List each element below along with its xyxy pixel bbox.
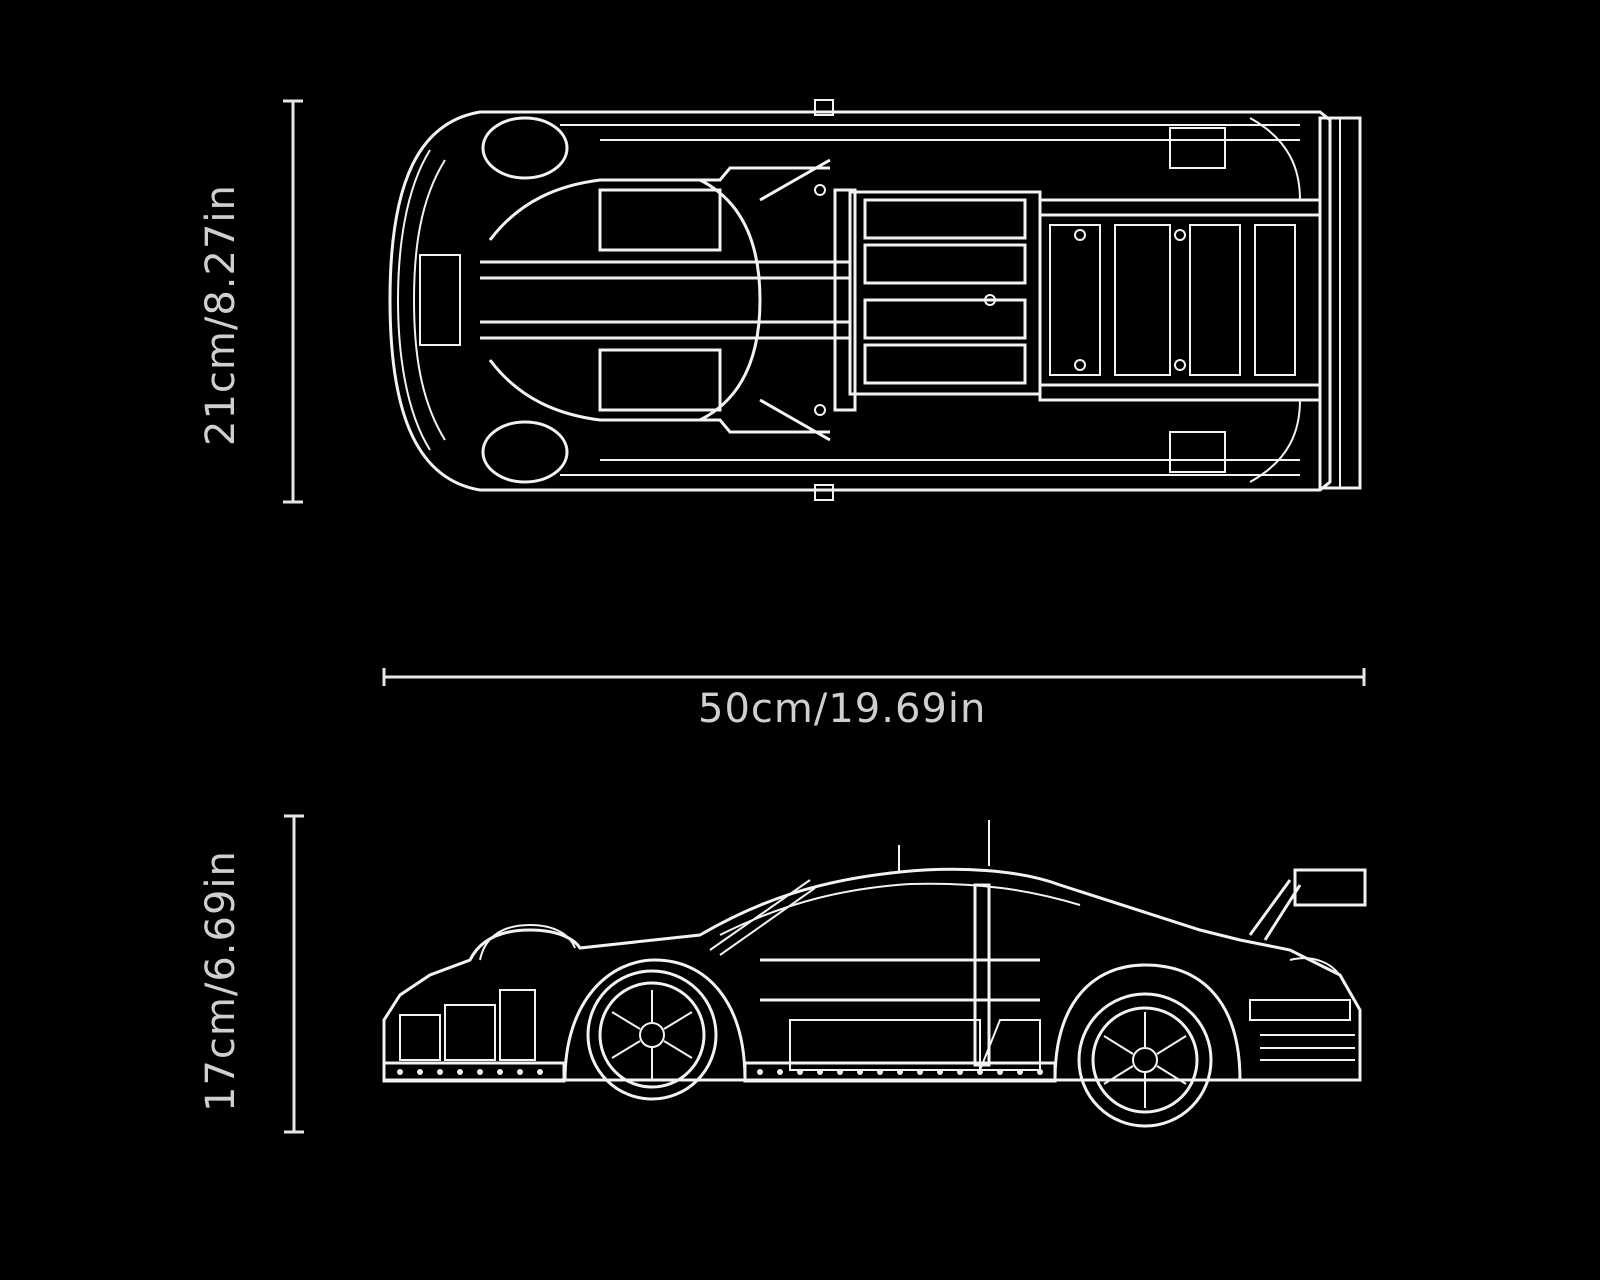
car-side-view — [382, 820, 1367, 1128]
length-dimension-label: 50cm/19.69in — [698, 686, 987, 732]
length-dimension-line — [382, 668, 1366, 686]
width-dimension-label: 21cm/8.27in — [198, 184, 244, 446]
height-dimension-label: 17cm/6.69in — [198, 850, 244, 1112]
car-top-view — [388, 99, 1362, 501]
width-dimension-line — [283, 99, 303, 504]
height-dimension-line — [284, 814, 304, 1134]
